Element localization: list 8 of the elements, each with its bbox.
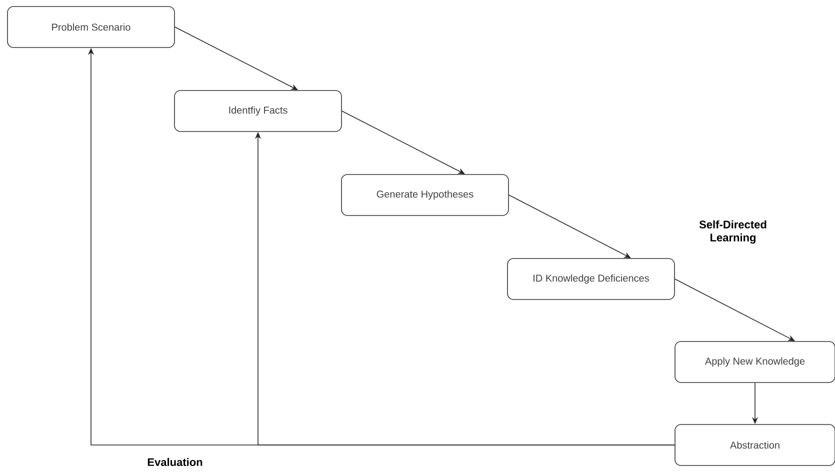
process-box: Abstraction [674,424,835,466]
process-box: ID Knowledge Deficiences [507,258,675,300]
process-box: Apply New Knowledge [674,341,835,383]
bold-label: Self-Directed Learning [699,220,766,244]
process-box: Identfiy Facts [174,90,342,132]
process-box: Problem Scenario [7,6,175,48]
process-box: Generate Hypotheses [341,174,509,216]
bold-label: Evaluation [148,458,202,466]
